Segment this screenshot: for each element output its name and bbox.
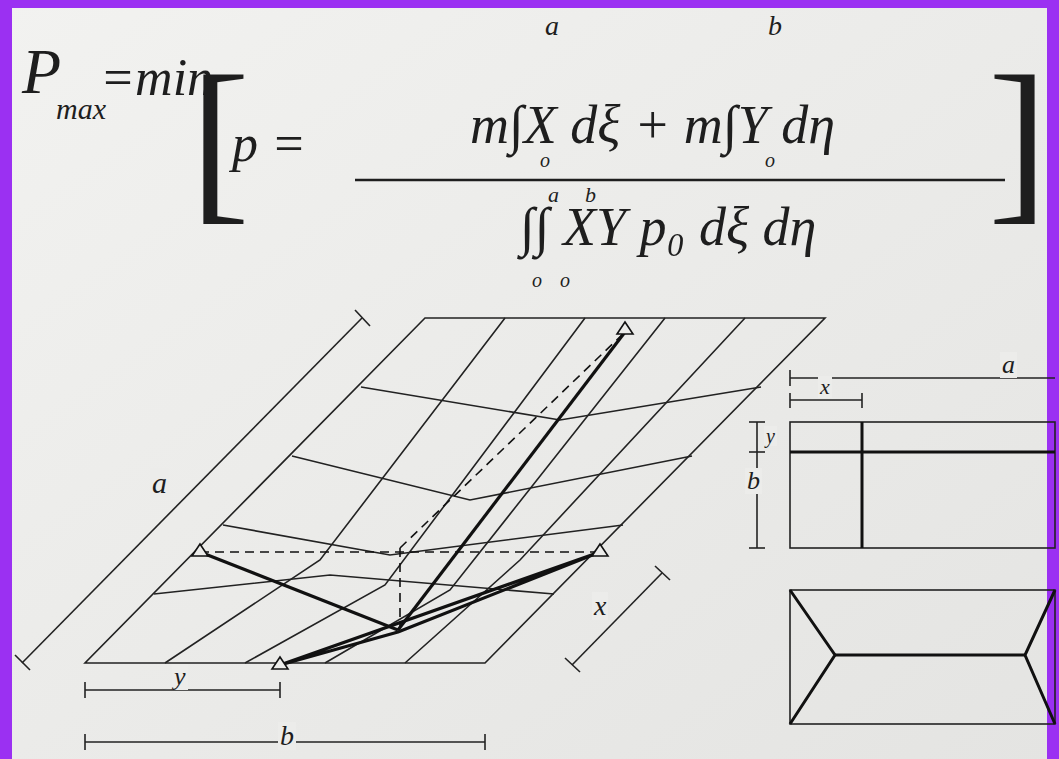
formula-bracket: ] bbox=[988, 50, 1048, 230]
dimension-label: x bbox=[592, 592, 608, 620]
formula-denominator: ∫∫ XY p₀ dξ dη bbox=[520, 200, 816, 254]
integral-limit: o bbox=[560, 270, 570, 290]
formula-numerator: m∫X dξ + m∫Y dη bbox=[470, 98, 835, 152]
dimension-label: y bbox=[764, 426, 777, 446]
formula-symbol: p = bbox=[232, 118, 306, 170]
dimension-label: b bbox=[278, 722, 296, 750]
dimension-label: y bbox=[172, 664, 188, 690]
integral-limit: o bbox=[532, 270, 542, 290]
dimension-label: a bbox=[1000, 352, 1017, 378]
dimension-label: b bbox=[745, 468, 762, 494]
integral-limit: b bbox=[768, 12, 782, 40]
formula-symbol: P bbox=[22, 40, 61, 104]
dimension-label: a bbox=[150, 468, 169, 498]
integral-limit: o bbox=[765, 150, 775, 170]
integral-limit: o bbox=[540, 150, 550, 170]
formula-subscript: max bbox=[56, 94, 106, 124]
dimension-label: x bbox=[818, 376, 832, 398]
integral-limit: a bbox=[545, 12, 559, 40]
